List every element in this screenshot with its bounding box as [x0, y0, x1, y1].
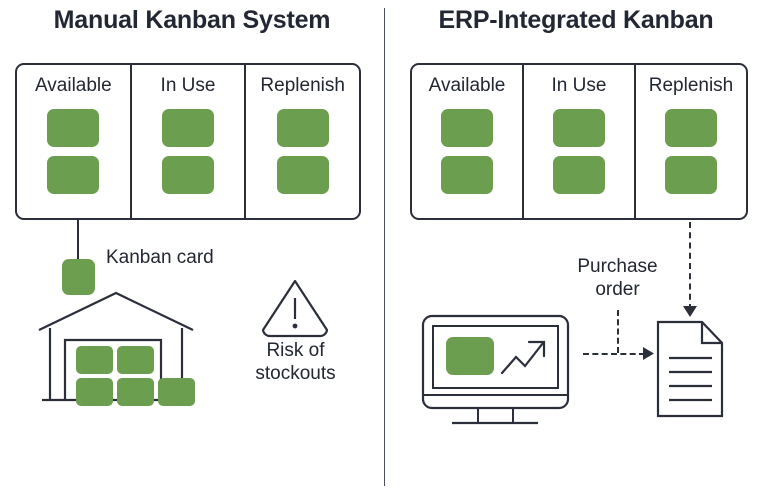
kanban-card-tag: [62, 259, 95, 295]
risk-line-2: stockouts: [255, 362, 336, 384]
erp-to-document-dashed-line: [583, 353, 645, 355]
kanban-card[interactable]: [47, 109, 100, 147]
panel-divider: [384, 8, 385, 486]
board-column-available-erp[interactable]: Available: [412, 65, 522, 218]
kanban-card[interactable]: [665, 156, 717, 194]
erp-to-document-arrowhead: [643, 347, 655, 361]
kanban-card[interactable]: [553, 109, 605, 147]
board-column-available-manual[interactable]: Available: [17, 65, 130, 218]
board-column-replenish-erp[interactable]: Replenish: [634, 65, 746, 218]
erp-monitor-icon: [420, 313, 578, 440]
replenish-to-document-arrowhead: [682, 306, 698, 318]
purchase-order-label: Purchase order: [540, 256, 695, 302]
kanban-card[interactable]: [162, 109, 214, 147]
kanban-card[interactable]: [276, 109, 329, 147]
kanban-card[interactable]: [441, 109, 493, 147]
purchase-order-drop-line: [617, 310, 619, 353]
page-title-right: ERP-Integrated Kanban: [438, 6, 714, 34]
risk-line-1: Risk of: [266, 340, 325, 361]
board-column-in-use-erp[interactable]: In Use: [522, 65, 634, 218]
kanban-card-connector-line: [77, 220, 79, 262]
replenish-to-document-dashed-line: [689, 222, 691, 310]
warning-triangle-icon: [258, 276, 332, 340]
purchase-order-line-2: order: [595, 278, 640, 300]
column-label: Available: [34, 75, 112, 96]
column-label: Available: [428, 75, 506, 96]
board-column-in-use-manual[interactable]: In Use: [129, 65, 245, 218]
kanban-card[interactable]: [47, 156, 100, 194]
column-label: Replenish: [260, 75, 345, 96]
kanban-card[interactable]: [441, 156, 493, 194]
column-label: In Use: [160, 75, 216, 96]
risk-of-stockouts-label: Risk of stockouts: [218, 340, 373, 386]
column-label: In Use: [551, 75, 607, 96]
purchase-order-line-1: Purchase: [577, 256, 658, 277]
kanban-board-erp: Available In Use Replenish: [410, 63, 748, 220]
kanban-card-label: Kanban card: [106, 247, 214, 268]
kanban-card[interactable]: [665, 109, 717, 147]
column-label: Replenish: [648, 75, 734, 96]
kanban-card[interactable]: [276, 156, 329, 194]
kanban-board-manual: Available In Use Replenish: [15, 63, 361, 220]
kanban-card[interactable]: [162, 156, 214, 194]
warehouse-icon: [36, 288, 196, 408]
board-column-replenish-manual[interactable]: Replenish: [244, 65, 359, 218]
page-title-left: Manual Kanban System: [53, 6, 331, 34]
kanban-card[interactable]: [553, 156, 605, 194]
purchase-order-document-icon: [656, 320, 726, 418]
